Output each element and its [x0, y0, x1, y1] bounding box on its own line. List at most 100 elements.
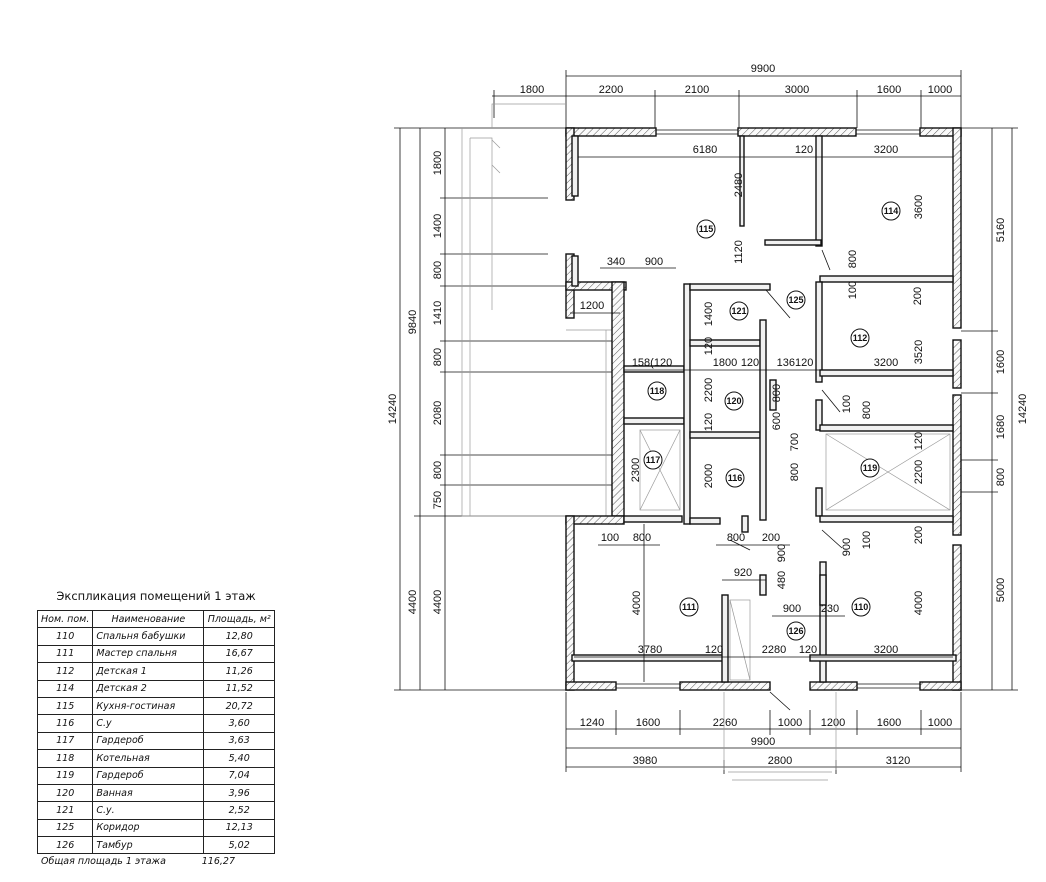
- room-area-cell: 12,80: [203, 627, 275, 646]
- room-number-120: 120: [726, 396, 741, 406]
- dim-interior: 2200: [913, 460, 925, 484]
- dim-left-chain: 800: [432, 261, 444, 279]
- room-area-cell: 16,67: [203, 644, 275, 664]
- room-name-cell: Спальня бабушки: [92, 627, 205, 646]
- dim-interior: 3600: [913, 195, 925, 219]
- room-name-cell: Гардероб: [92, 766, 205, 785]
- dim-interior: 1800: [713, 357, 737, 369]
- dim-right-overall: 14240: [1017, 394, 1029, 425]
- dim-bottom-chain: 1200: [821, 717, 845, 729]
- room-number-cell: 110: [36, 627, 94, 646]
- dim-right-chain: 5000: [995, 578, 1007, 602]
- room-name-cell: Гардероб: [92, 731, 205, 751]
- dim-interior: 920: [734, 567, 752, 579]
- dim-bottom-chain: 1000: [778, 717, 802, 729]
- explication-title: Экспликация помещений 1 этаж: [56, 589, 256, 603]
- dim-interior: 900: [645, 256, 663, 268]
- dim-interior: 200: [912, 287, 924, 305]
- room-name-cell: Мастер спальня: [92, 644, 205, 664]
- dim-bottom-chain: 1600: [877, 717, 901, 729]
- dim-interior: 3780: [638, 644, 662, 656]
- dim-interior: 2280: [762, 644, 786, 656]
- room-name-cell: Котельная: [92, 749, 205, 768]
- right-dimensions: 5160 1600 1680 800 5000 14240: [961, 127, 1029, 691]
- dim-interior: 3200: [874, 644, 898, 656]
- room-name-cell: Коридор: [92, 818, 205, 838]
- dim-interior: 158(120: [632, 357, 672, 369]
- dim-right-chain: 1600: [995, 350, 1007, 374]
- dim-interior: 120: [913, 432, 925, 450]
- dim-interior: 800: [847, 250, 859, 268]
- dim-interior: 800: [771, 384, 783, 402]
- room-number-cell: 121: [36, 801, 94, 820]
- left-dimensions: 14240 9840 4400 1800 1400 800 1410 800 2…: [387, 127, 612, 691]
- room-name-cell: С.у.: [92, 801, 205, 820]
- room-number-115: 115: [699, 224, 714, 234]
- dim-bottom-chain: 1240: [580, 717, 604, 729]
- dim-top-chain: 3000: [785, 84, 809, 96]
- dim-top-chain: 2200: [599, 84, 623, 96]
- dim-interior: 900: [841, 538, 853, 556]
- dim-bottom-chain: 1600: [636, 717, 660, 729]
- bottom-dimensions: 1240 1600 2260 1000 1200 1600 1000 9900 …: [565, 692, 962, 774]
- room-number-cell: 114: [36, 679, 94, 698]
- room-area-cell: 3,96: [203, 783, 275, 803]
- room-number-125: 125: [788, 295, 803, 305]
- table-header-row: Ном. пом. Наименование Площадь, м²: [36, 609, 275, 629]
- room-number-cell: 118: [36, 749, 94, 768]
- dim-interior: 3200: [874, 144, 898, 156]
- room-area-cell: 5,02: [203, 836, 275, 855]
- dim-interior: 100: [847, 281, 859, 299]
- room-area-cell: 11,52: [203, 679, 275, 698]
- dim-interior: 900: [783, 603, 801, 615]
- room-number-cell: 119: [36, 766, 94, 785]
- room-number-cell: 116: [36, 714, 94, 733]
- room-name-cell: Ванная: [92, 783, 205, 803]
- dim-left-chain: 800: [432, 348, 444, 366]
- dim-left-chain: 1400: [432, 214, 444, 238]
- room-number-117: 117: [646, 455, 661, 465]
- room-number-119: 119: [863, 463, 878, 473]
- room-number-cell: 112: [36, 662, 94, 681]
- dim-interior: 100: [601, 532, 619, 544]
- dim-interior: 800: [633, 532, 651, 544]
- dim-interior: 120: [741, 357, 759, 369]
- dim-interior: 120: [795, 144, 813, 156]
- dim-left-chain: 4400: [432, 590, 444, 614]
- dim-interior: 4000: [913, 591, 925, 615]
- dim-interior: 3520: [913, 340, 925, 364]
- dim-interior: 3200: [874, 357, 898, 369]
- room-number-cell: 120: [36, 783, 94, 803]
- dim-left-bottom: 4400: [407, 590, 419, 614]
- dim-right-chain: 800: [995, 468, 1007, 486]
- room-number-cell: 126: [36, 836, 94, 855]
- room-labels: 110 111 112 114 115 116 117 118 119 120 …: [643, 201, 901, 641]
- top-dimensions: 9900 1800 2200 2100 3000 1600 1000: [492, 63, 962, 128]
- room-name-cell: Тамбур: [92, 836, 205, 855]
- terrace: [461, 103, 837, 781]
- dim-interior: 230: [821, 603, 839, 615]
- wardrobe-hatches: [639, 429, 951, 681]
- room-number-114: 114: [884, 206, 899, 216]
- doors: [729, 249, 843, 711]
- room-name-cell: Кухня-гостиная: [92, 696, 205, 716]
- room-name-cell: Детская 1: [92, 662, 205, 681]
- room-number-cell: 117: [36, 731, 94, 751]
- dim-interior: 136120: [777, 357, 814, 369]
- dim-interior: 900: [776, 544, 788, 562]
- dim-interior: 120: [703, 337, 715, 355]
- room-number-cell: 111: [36, 644, 94, 664]
- dim-interior: 800: [727, 532, 745, 544]
- room-explication: Экспликация помещений 1 этаж Ном. пом. Н…: [36, 589, 275, 867]
- dim-left-chain: 2080: [432, 401, 444, 425]
